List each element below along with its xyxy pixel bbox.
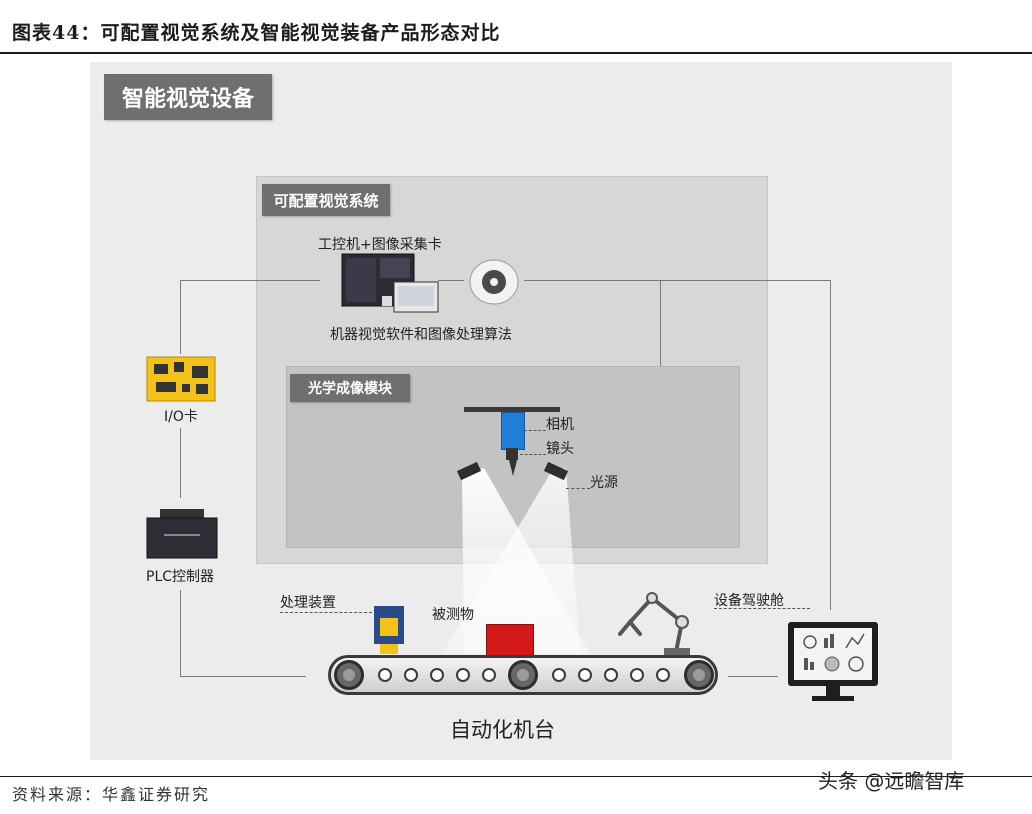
conveyor-wheel (378, 668, 392, 682)
connector-line (180, 280, 181, 354)
conveyor-wheel (482, 668, 496, 682)
test-object-label: 被测物 (432, 607, 474, 623)
cockpit-leader (714, 608, 810, 609)
processing-device-icon (374, 606, 404, 654)
conveyor-wheel (456, 668, 470, 682)
camera-mount (464, 407, 560, 412)
lens-label: 镜头 (546, 441, 574, 457)
figure-title: 图表44：可配置视觉系统及智能视觉装备产品形态对比 (12, 22, 501, 44)
conveyor-wheel (430, 668, 444, 682)
conveyor-wheel (604, 668, 618, 682)
ipc-label: 工控机+图像采集卡 (318, 237, 442, 253)
conveyor-wheel (656, 668, 670, 682)
light-leader (566, 488, 590, 489)
connector-line (728, 676, 778, 677)
conveyor-roller (334, 660, 364, 690)
software-label: 机器视觉软件和图像处理算法 (330, 327, 512, 343)
robot-arm-icon (618, 592, 690, 655)
conveyor-wheel (578, 668, 592, 682)
configurable-vision-system-tag: 可配置视觉系统 (262, 184, 390, 216)
camera-icon (501, 412, 525, 450)
lens-tip (509, 460, 517, 476)
conveyor-wheel (552, 668, 566, 682)
software-disc-icon (469, 259, 519, 305)
bottom-rule (0, 776, 1032, 777)
io-card-icon (146, 356, 216, 402)
source-note: 资料来源：华鑫证券研究 (12, 785, 211, 804)
connector-line (180, 280, 320, 281)
light-source-label: 光源 (590, 475, 618, 491)
lens-icon (506, 448, 518, 460)
light-beam-area (442, 468, 590, 654)
optical-imaging-module-tag: 光学成像模块 (290, 374, 410, 402)
automation-platform-label: 自动化机台 (450, 718, 555, 742)
plc-controller-icon (146, 509, 218, 559)
connector-line (180, 676, 306, 677)
io-card-label: I/O卡 (164, 409, 198, 425)
camera-leader (524, 430, 546, 431)
connector-line (180, 428, 181, 498)
processing-leader (280, 612, 372, 613)
processing-device-label: 处理装置 (280, 595, 336, 611)
plc-controller-label: PLC控制器 (146, 569, 215, 585)
conveyor-roller (508, 660, 538, 690)
top-rule (0, 52, 1032, 54)
connector-line (438, 280, 464, 281)
conveyor-wheel (630, 668, 644, 682)
watermark: 头条 @远瞻智库 (818, 769, 965, 793)
monitor-dashboard-icon (788, 622, 878, 701)
connector-line (830, 280, 831, 610)
connector-line (180, 590, 181, 676)
connector-line (660, 280, 661, 448)
test-object-icon (486, 624, 534, 658)
conveyor-roller (684, 660, 714, 690)
smart-vision-device-tag: 智能视觉设备 (104, 74, 272, 120)
connector-line (524, 280, 830, 281)
lens-leader (520, 454, 546, 455)
camera-label: 相机 (546, 417, 574, 433)
ipc-icon (341, 253, 439, 313)
equipment-cockpit-label: 设备驾驶舱 (714, 593, 784, 609)
conveyor-wheel (404, 668, 418, 682)
